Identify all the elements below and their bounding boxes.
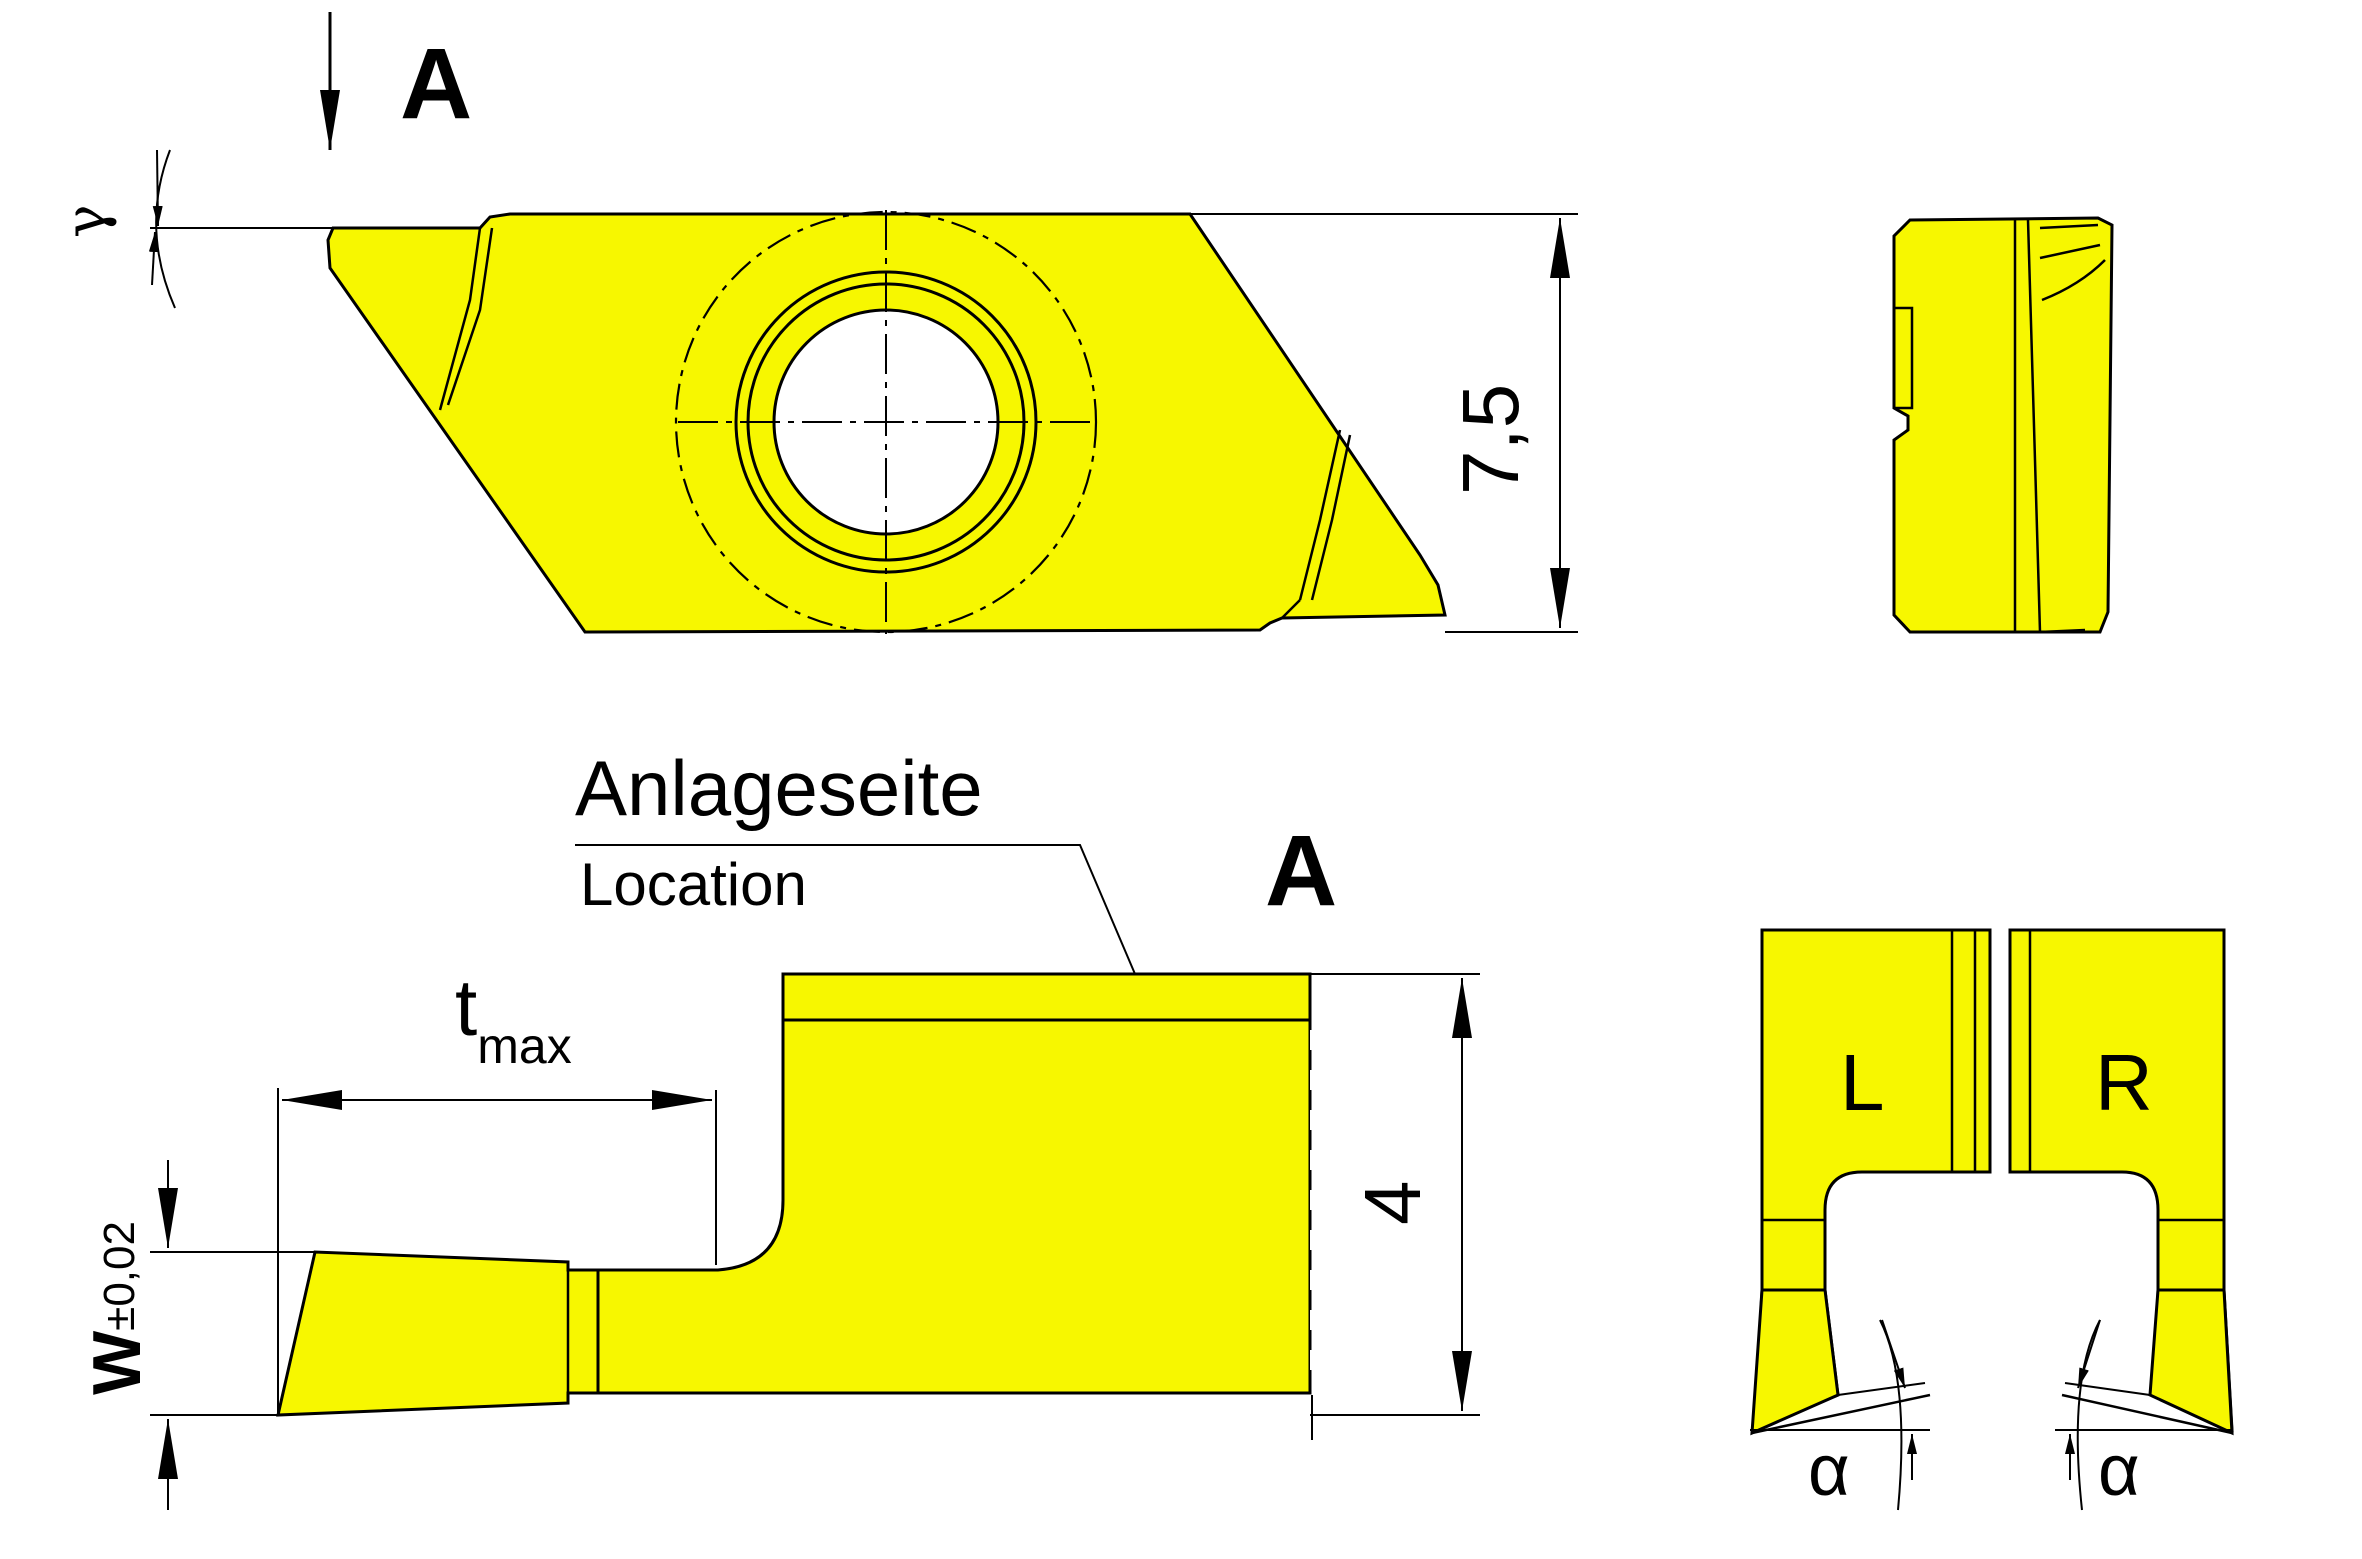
w-label: W±0,02 [79, 1221, 155, 1395]
side-view-body [596, 972, 1312, 1395]
location-leader [575, 844, 1136, 975]
w-label-main: W [79, 1330, 155, 1395]
right-insert-tip [2148, 1288, 2234, 1436]
left-hand-label: L [1840, 1038, 1885, 1127]
neck [276, 1250, 600, 1417]
alpha-right-label: α [2098, 1431, 2140, 1511]
tmax-label-sub: max [477, 1018, 571, 1074]
end-view-notch [1894, 306, 1914, 410]
alpha-left-label: α [1808, 1431, 1850, 1511]
height-4-label: 4 [1348, 1181, 1437, 1226]
hole-center-lines [678, 210, 1094, 634]
neck-edges [566, 1270, 600, 1393]
top-view [148, 12, 1578, 634]
height-4-extension-lines [1310, 973, 1480, 1440]
w-label-sub: ±0,02 [95, 1221, 144, 1331]
location-label-en: Location [580, 851, 807, 918]
section-label-bottom: A [1265, 815, 1337, 927]
tmax-label: tmax [455, 963, 572, 1074]
right-insert-edges [2008, 930, 2233, 1435]
gamma-arc [155, 149, 176, 309]
alpha-right-arc [2076, 1319, 2101, 1511]
height-7-5-extension-lines [1190, 213, 1578, 633]
right-chip-breaker [1298, 429, 1352, 601]
tmax-label-main: t [455, 963, 477, 1052]
right-hand-label: R [2095, 1038, 2153, 1127]
end-view-edges [2013, 219, 2106, 634]
left-insert-tip [1750, 1288, 1840, 1436]
location-label-de: Anlageseite [575, 744, 983, 832]
gamma-label: γ [54, 205, 119, 238]
alpha-right-arrow-top [2077, 1319, 2101, 1389]
end-view [1892, 216, 2114, 634]
gamma-arrow-bottom [148, 231, 159, 286]
height-7-5-label: 7,5 [1446, 384, 1535, 495]
alpha-left-arrow-top [1881, 1319, 1906, 1389]
right-step [1281, 599, 1301, 619]
alpha-left-reference [1750, 1382, 1930, 1431]
left-insert-edges [1751, 930, 1977, 1435]
section-label-top: A [400, 28, 472, 140]
lr-detail [1750, 928, 2234, 1511]
side-view [150, 844, 1480, 1510]
left-chip-breaker [438, 227, 494, 411]
mounting-hole-dashed [674, 210, 1098, 634]
gamma-arrow-top [152, 149, 163, 227]
w-extension-lines [150, 1251, 315, 1416]
